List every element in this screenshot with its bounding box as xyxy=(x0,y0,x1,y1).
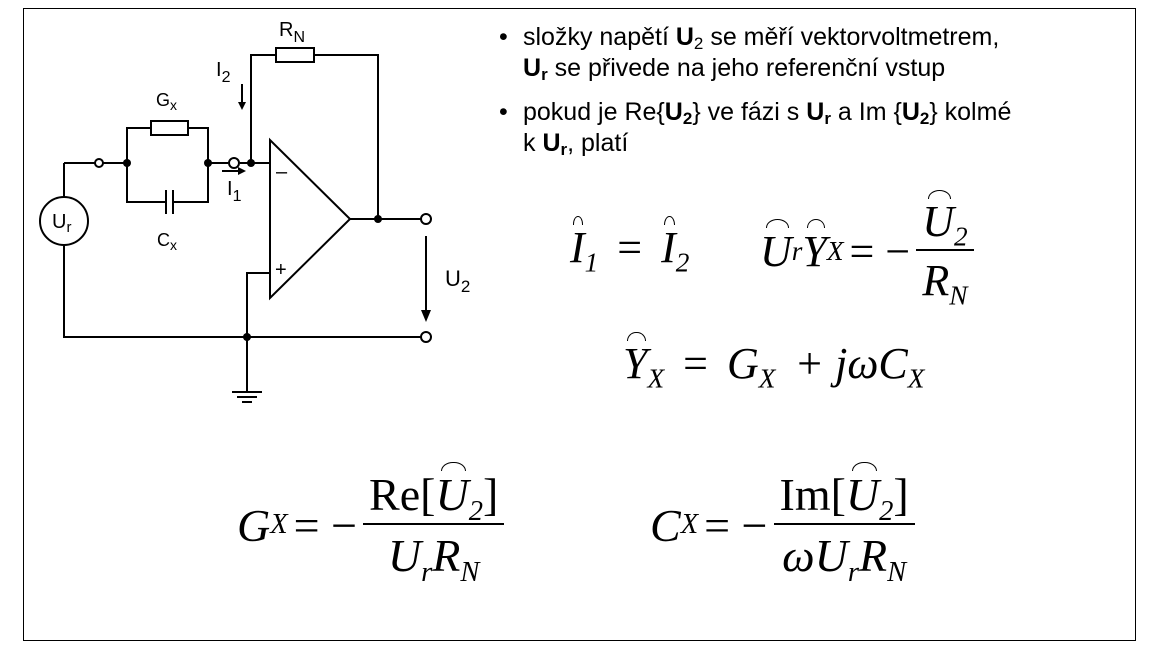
equation-admittance-definition: YX = GX + jωCX xyxy=(623,331,925,394)
node-dot xyxy=(123,159,131,167)
u2-arrowhead xyxy=(421,310,431,322)
plus-input-wire xyxy=(246,272,270,392)
opamp-plus-label: + xyxy=(275,259,287,281)
terminal-icon xyxy=(420,213,432,225)
bullet-item-1: • složky napětí U2 se měří vektorvoltmet… xyxy=(495,22,1125,84)
node-dot xyxy=(247,159,255,167)
i1-arrowhead xyxy=(238,167,246,175)
circuit-diagram: RN Gx Cx I2 I1 Ur U2 – + xyxy=(39,19,470,403)
bullet-1-line-1: složky napětí U2 se měří vektorvoltmetre… xyxy=(523,23,1000,53)
bullet-dot: • xyxy=(499,23,508,51)
bullet-2-line-1: pokud je Re{U2} ve fázi s Ur a Im {U2} k… xyxy=(523,98,1012,128)
ur-label: Ur xyxy=(52,211,71,236)
i1-label: I1 xyxy=(227,178,242,205)
terminal-icon xyxy=(420,331,432,343)
terminal-icon xyxy=(94,158,104,168)
gx-label: Gx xyxy=(156,90,177,113)
fraction: Im[U2] ωUrRN xyxy=(773,461,915,587)
resistor-rn-icon xyxy=(275,47,315,63)
resistor-gx-icon xyxy=(150,120,189,136)
i2-label: I2 xyxy=(216,59,231,86)
bullet-list: • složky napětí U2 se měří vektorvoltmet… xyxy=(495,22,1125,172)
u2-label: U2 xyxy=(445,266,470,296)
feedback-wire xyxy=(250,54,276,163)
fraction: Re[U2] UrRN xyxy=(363,461,505,587)
op-amp-icon xyxy=(269,137,352,301)
fraction: U2 RN xyxy=(916,189,974,309)
source-wire-bottom xyxy=(63,245,421,338)
node-dot xyxy=(243,333,251,341)
bullet-dot: • xyxy=(499,98,508,126)
terminal-icon xyxy=(228,157,240,169)
cx-wire-right xyxy=(174,163,209,203)
node-dot xyxy=(204,159,212,167)
bullet-1-line-2: Ur se přivede na jeho referenční vstup xyxy=(523,54,946,84)
cx-wire-left xyxy=(126,163,165,203)
gx-wire-left xyxy=(126,127,151,163)
voltage-source-icon xyxy=(39,196,89,246)
bullet-2-line-2: k Ur, platí xyxy=(523,129,629,159)
equation-currents: I1 = I2 xyxy=(570,215,690,278)
feedback-wire-out xyxy=(314,54,379,219)
bullet-item-2: • pokud je Re{U2} ve fázi s Ur a Im {U2}… xyxy=(495,97,1125,159)
rn-label: RN xyxy=(279,19,305,46)
gx-wire-right xyxy=(188,127,209,163)
node-dot xyxy=(374,215,382,223)
slide-frame xyxy=(23,8,1136,641)
i2-arrowhead xyxy=(238,102,246,110)
cx-label: Cx xyxy=(157,230,177,253)
opamp-minus-label: – xyxy=(276,161,288,183)
